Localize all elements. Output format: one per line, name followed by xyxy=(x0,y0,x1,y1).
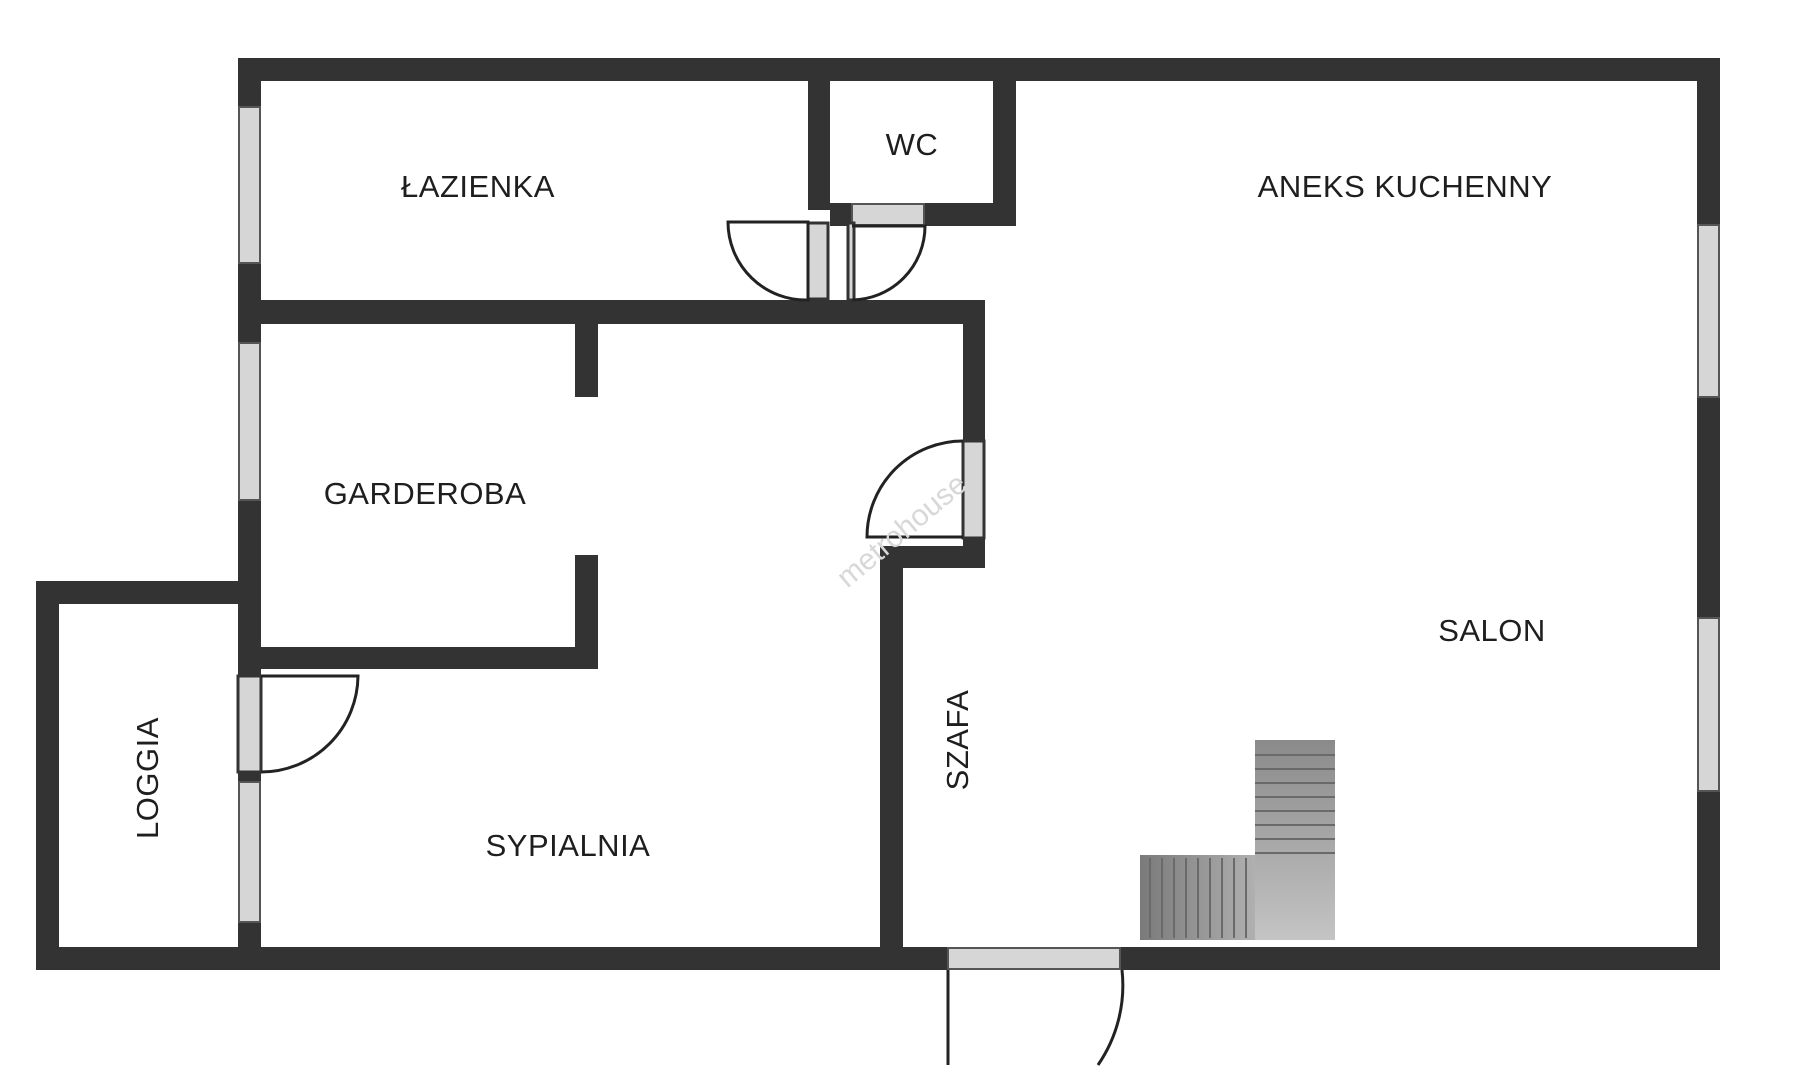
door-swing-wc xyxy=(851,224,927,302)
label-lazienka: ŁAZIENKA xyxy=(401,169,555,204)
label-sypialnia: SYPIALNIA xyxy=(486,828,651,863)
door-leaf-wc xyxy=(846,221,856,302)
window-wc xyxy=(851,203,925,226)
wall-loggia-top xyxy=(36,581,261,604)
wall-garderoba-stub-bottom xyxy=(575,555,598,668)
wall-garderoba-stub-top xyxy=(575,300,598,397)
door-leaf-sypialnia xyxy=(236,674,263,774)
label-garderoba: GARDEROBA xyxy=(324,476,527,511)
window-sypialnia xyxy=(238,781,261,923)
wall-wc-left xyxy=(808,58,830,210)
label-aneks-kuchenny: ANEKS KUCHENNY xyxy=(1258,169,1553,204)
stairs xyxy=(1140,740,1335,940)
doors xyxy=(236,220,1125,1066)
wall-loggia-left xyxy=(36,581,59,970)
label-loggia: LOGGIA xyxy=(130,717,165,839)
wall-bottom xyxy=(36,947,1720,970)
label-wc: WC xyxy=(886,127,939,162)
wall-bath-bottom xyxy=(238,300,984,324)
stairs-steps xyxy=(1149,754,1335,938)
door-swing-lazienka xyxy=(726,220,810,302)
window-salon xyxy=(1697,617,1720,792)
wall-garderoba-bottom xyxy=(238,647,598,669)
window-aneks xyxy=(1697,224,1720,398)
wall-szafa-top xyxy=(880,546,985,568)
window-garderoba xyxy=(238,342,261,501)
window-lazienka xyxy=(238,106,261,264)
door-swing-sypialnia xyxy=(260,674,360,774)
wall-wc-right xyxy=(993,58,1016,226)
door-swing-salon xyxy=(865,439,964,539)
door-leaf-salon xyxy=(961,439,986,540)
door-leaf-lazienka xyxy=(806,221,830,301)
label-szafa: SZAFA xyxy=(940,690,975,791)
wall-szafa xyxy=(880,546,903,970)
windows xyxy=(238,106,1720,970)
wall-right xyxy=(1697,58,1720,970)
label-salon: SALON xyxy=(1438,613,1546,648)
window-entry xyxy=(947,947,1121,970)
door-entry-swing xyxy=(946,969,1125,1066)
wall-top xyxy=(238,58,1720,81)
